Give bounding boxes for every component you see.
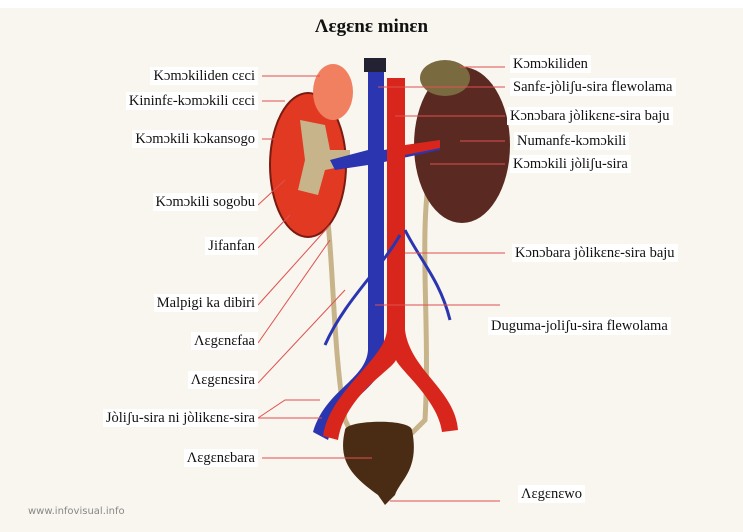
- label-left-kidney: Numanfɛ-kɔmɔkili: [514, 132, 630, 150]
- left-adrenal-gland: [420, 60, 470, 96]
- label-renal-pelvis: Kɔmɔkili kɔkansogo: [132, 130, 258, 148]
- label-renal-vein: Kɔmɔkili jòliʃu-sira: [510, 155, 631, 173]
- vena-cava-top: [364, 58, 386, 72]
- renal-vein-right: [330, 150, 368, 170]
- inferior-vena-cava: [313, 62, 384, 440]
- label-renal-medulla: Kɔmɔkili sogobu: [152, 193, 258, 211]
- label-renal-hilum: Ʌɛgɛnɛfaa: [191, 332, 258, 350]
- label-malpighi-pyramid: Malpigi ka dibiri: [153, 294, 258, 312]
- label-urethra: Ʌɛgɛnɛwo: [518, 485, 586, 503]
- watermark: www.infovisual.info: [28, 506, 125, 517]
- label-abdominal-aorta: Kɔnɔbara jòlikɛnɛ-sira baju: [507, 107, 673, 125]
- renal-artery-left: [405, 140, 440, 155]
- label-lower-vena-cava: Duguma-joliʃu-sira flewolama: [488, 317, 671, 335]
- label-abdominal-aorta-lower: Kɔnɔbara jòlikɛnɛ-sira baju: [512, 244, 678, 262]
- ureter-left: [403, 184, 431, 442]
- label-adrenal-gland-left: Kɔmɔkiliden: [510, 55, 591, 73]
- gonadal-vessels: [323, 229, 452, 346]
- label-iliac-vessels: Jòliʃu-sira ni jòlikɛnɛ-sira: [102, 409, 258, 427]
- renal-pelvis: [298, 120, 350, 195]
- label-renal-cortex: Kininfɛ-kɔmɔkili cɛci: [125, 92, 258, 110]
- label-ureter: Ʌɛgɛnɛsira: [187, 371, 258, 389]
- left-kidney: [414, 67, 510, 223]
- label-bladder: Ʌɛgɛnɛbara: [183, 449, 258, 467]
- label-papilla: Jifanfan: [205, 237, 258, 255]
- label-adrenal-gland-right: Kɔmɔkiliden cɛci: [150, 67, 258, 85]
- leader-lines: [257, 66, 505, 502]
- aorta: [323, 78, 458, 440]
- bladder: [343, 421, 414, 505]
- diagram-title: Ʌɛgɛnɛ minɛn: [314, 16, 429, 37]
- top-band: [0, 0, 743, 8]
- label-inferior-vena-cava: Sanfɛ-jòliʃu-sira flewolama: [510, 78, 676, 96]
- right-adrenal-gland: [313, 64, 353, 120]
